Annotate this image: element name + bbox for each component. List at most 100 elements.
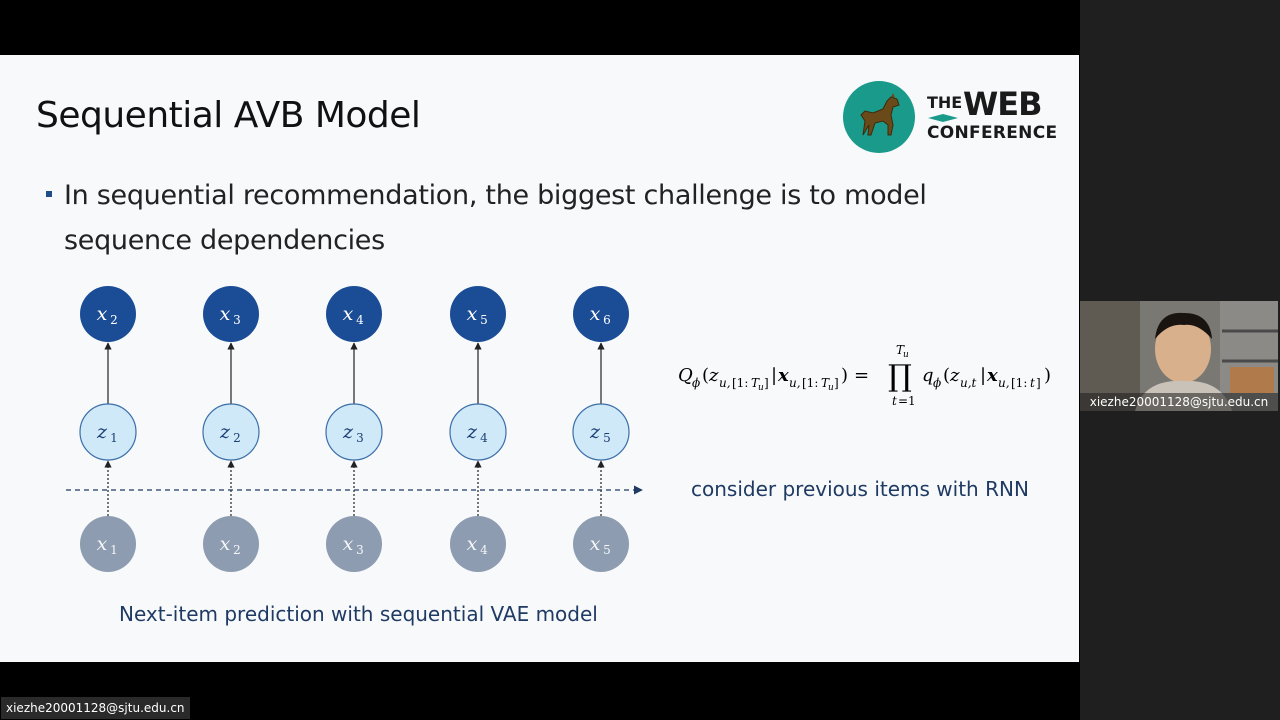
svg-text:]: ]: [834, 376, 839, 390]
svg-text:]: ]: [764, 376, 769, 390]
web-conference-logo: THE WEB CONFERENCE: [843, 81, 1057, 153]
svg-text:x: x: [220, 303, 231, 325]
active-speaker-label: xiezhe20001128@sjtu.edu.cn: [1, 697, 190, 719]
svg-text:=1: =1: [898, 394, 916, 408]
posterior-factorization-formula: Q ϕ ( z u, [1: T u ] | x u, [1: T u ] ) …: [678, 343, 1051, 408]
svg-text:2: 2: [110, 313, 118, 327]
diagram-edges: [104, 342, 605, 516]
svg-text:[1:: [1:: [802, 376, 818, 390]
svg-text:x: x: [590, 303, 601, 325]
svg-text:z: z: [466, 421, 478, 443]
svg-text:[1:: [1:: [732, 376, 748, 390]
logo-the-text: THE: [927, 93, 963, 112]
svg-text:ϕ: ϕ: [933, 376, 941, 390]
svg-text:4: 4: [356, 313, 364, 327]
svg-text:u: u: [903, 350, 909, 360]
svg-text:t: t: [892, 394, 897, 408]
svg-text:q: q: [922, 365, 934, 386]
svg-text:4: 4: [480, 431, 488, 445]
svg-text:|: |: [771, 365, 777, 386]
svg-text:x: x: [467, 533, 478, 555]
svg-text:z: z: [589, 421, 601, 443]
svg-text:z: z: [342, 421, 354, 443]
svg-text:6: 6: [603, 313, 611, 327]
svg-text:u,t: u,t: [960, 376, 977, 390]
svg-text:x: x: [777, 365, 789, 386]
participant-video[interactable]: xiezhe20001128@sjtu.edu.cn: [1080, 301, 1278, 411]
svg-text:(: (: [702, 365, 709, 386]
logo-web-text: WEB: [963, 85, 1043, 123]
svg-text:2: 2: [233, 431, 241, 445]
svg-text:): ): [841, 365, 848, 386]
svg-text:2: 2: [233, 543, 241, 557]
svg-text:1: 1: [110, 543, 118, 557]
svg-text:u: u: [758, 383, 764, 393]
svg-text:ϕ: ϕ: [692, 376, 700, 390]
rnn-note: consider previous items with RNN: [691, 477, 1029, 501]
bullet-square-icon: [46, 191, 52, 197]
svg-text:1: 1: [110, 431, 118, 445]
svg-text:3: 3: [356, 431, 364, 445]
svg-text:5: 5: [603, 543, 611, 557]
presentation-slide: Sequential AVB Model THE WEB CONFERENCE …: [0, 55, 1079, 662]
horse-logo-icon: [843, 81, 915, 153]
diagram-caption: Next-item prediction with sequential VAE…: [119, 602, 598, 626]
svg-text:u,: u,: [998, 376, 1010, 390]
svg-text:5: 5: [603, 431, 611, 445]
svg-text:T: T: [821, 376, 830, 390]
svg-text:[1:: [1:: [1011, 376, 1027, 390]
svg-text:T: T: [751, 376, 760, 390]
logo-diamond-icon: [928, 114, 958, 122]
svg-text:u,: u,: [789, 376, 801, 390]
webcam-username: xiezhe20001128@sjtu.edu.cn: [1080, 393, 1278, 411]
svg-text:(: (: [943, 365, 950, 386]
svg-text:|: |: [980, 365, 986, 386]
svg-text:z: z: [219, 421, 231, 443]
svg-text:3: 3: [233, 313, 241, 327]
svg-text:x: x: [97, 303, 108, 325]
svg-text:∏: ∏: [888, 359, 912, 394]
svg-text:t: t: [1030, 376, 1035, 390]
svg-text:x: x: [343, 533, 354, 555]
svg-text:4: 4: [480, 543, 488, 557]
webcam-person-icon: [1080, 301, 1278, 411]
bullet-text: In sequential recommendation, the bigges…: [64, 180, 927, 256]
svg-text:x: x: [590, 533, 601, 555]
svg-text:T: T: [896, 343, 905, 357]
svg-text:z: z: [96, 421, 108, 443]
slide-title: Sequential AVB Model: [36, 95, 421, 136]
svg-text:x: x: [97, 533, 108, 555]
svg-text:x: x: [343, 303, 354, 325]
svg-text:x: x: [467, 303, 478, 325]
svg-text:x: x: [220, 533, 231, 555]
logo-conference-text: CONFERENCE: [927, 123, 1058, 143]
svg-text:x: x: [986, 365, 998, 386]
svg-text:u: u: [828, 383, 834, 393]
svg-text:): ): [1044, 365, 1051, 386]
svg-text:5: 5: [480, 313, 488, 327]
svg-text:z: z: [708, 365, 719, 386]
svg-text:3: 3: [356, 543, 364, 557]
svg-text:Q: Q: [678, 365, 693, 386]
svg-text:]: ]: [1036, 376, 1041, 390]
svg-text:u,: u,: [719, 376, 731, 390]
svg-text:=: =: [854, 365, 869, 386]
